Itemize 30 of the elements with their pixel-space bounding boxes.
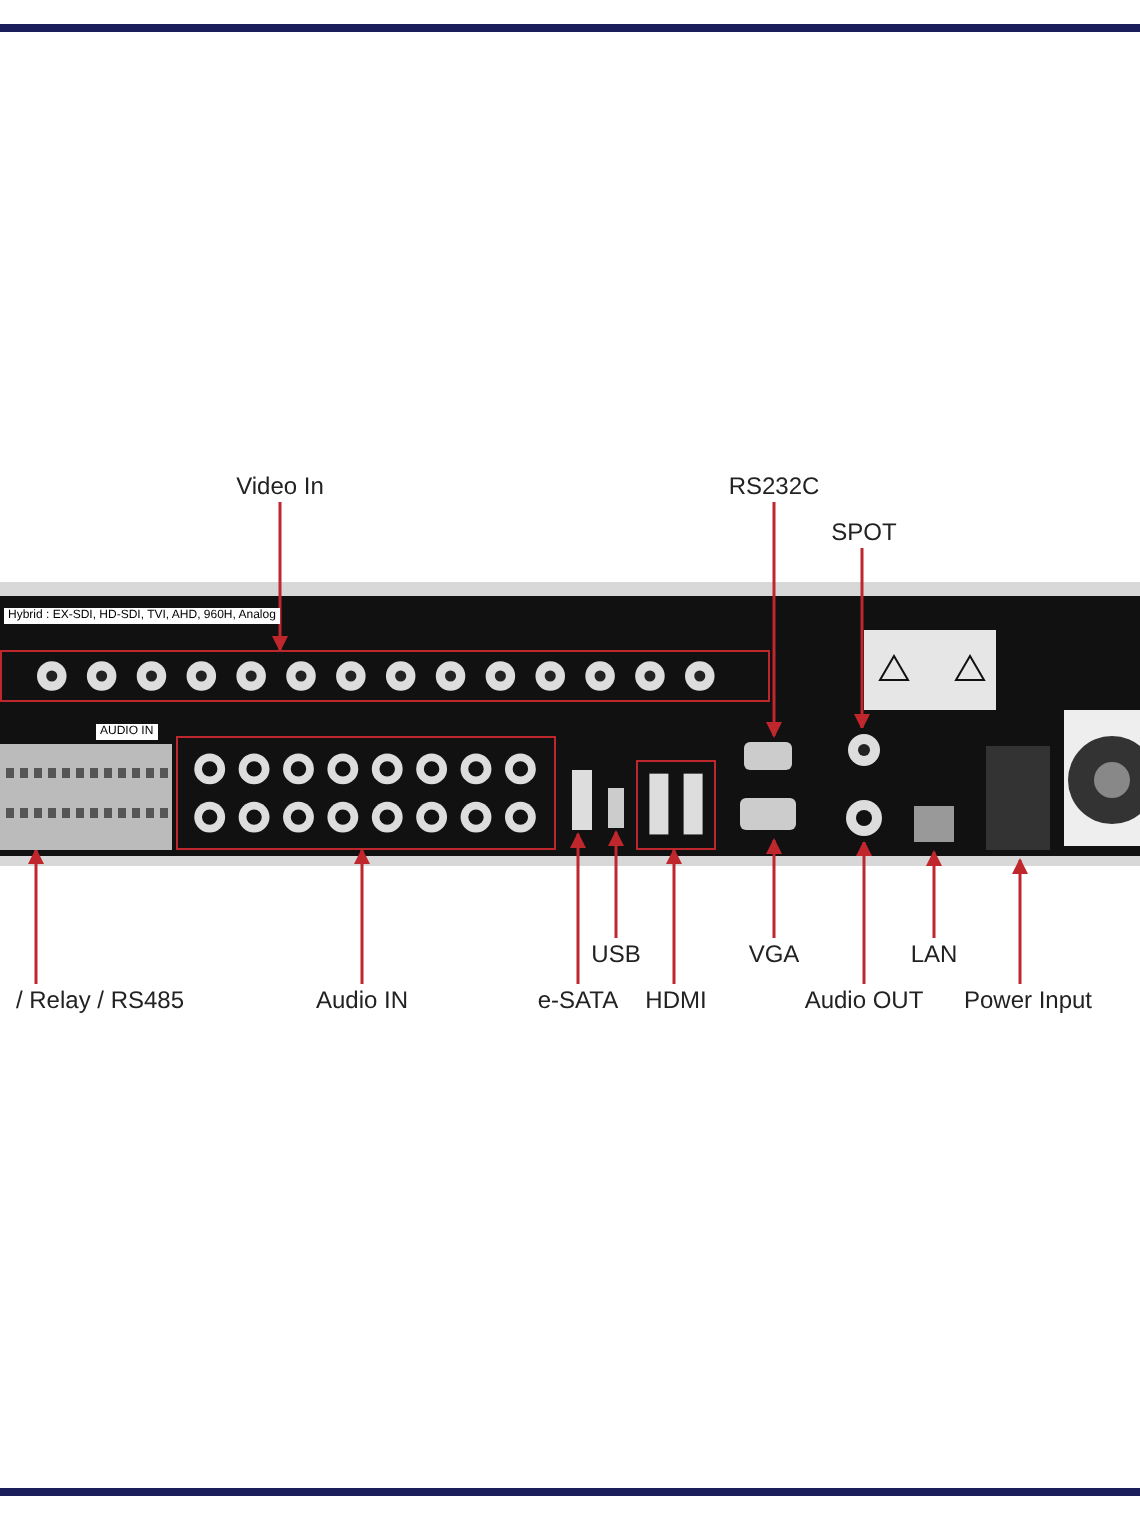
callout-label: LAN bbox=[904, 938, 964, 970]
hdmi-ports bbox=[636, 760, 716, 850]
leader-line bbox=[766, 502, 782, 738]
terminal-block bbox=[0, 744, 172, 850]
leader-line bbox=[766, 838, 782, 938]
callout-label: Audio OUT bbox=[796, 984, 932, 1016]
callout-label: Power Input bbox=[956, 984, 1100, 1016]
leader-line bbox=[666, 848, 682, 984]
leader-line bbox=[570, 832, 586, 984]
audio-jack-panel bbox=[176, 736, 556, 850]
callout-label: Video In bbox=[210, 470, 350, 502]
leader-line bbox=[854, 548, 870, 730]
leader-line bbox=[926, 850, 942, 938]
leader-line bbox=[272, 502, 288, 652]
leader-line bbox=[608, 830, 624, 938]
callout-label: USB bbox=[586, 938, 646, 970]
callout-label: SPOT bbox=[820, 516, 908, 548]
callout-label: HDMI bbox=[636, 984, 716, 1016]
bnc-connector-row bbox=[0, 650, 770, 702]
callout-label: VGA bbox=[740, 938, 808, 970]
leader-line bbox=[1012, 858, 1028, 984]
callout-label: e-SATA bbox=[532, 984, 624, 1016]
leader-line bbox=[354, 848, 370, 984]
usb-port bbox=[606, 784, 626, 832]
callout-label: / Relay / RS485 bbox=[0, 984, 200, 1016]
leader-line bbox=[28, 848, 44, 984]
leader-line bbox=[856, 840, 872, 984]
callout-label: Audio IN bbox=[300, 984, 424, 1016]
callout-label: RS232C bbox=[714, 470, 834, 502]
esata-port bbox=[568, 766, 596, 834]
